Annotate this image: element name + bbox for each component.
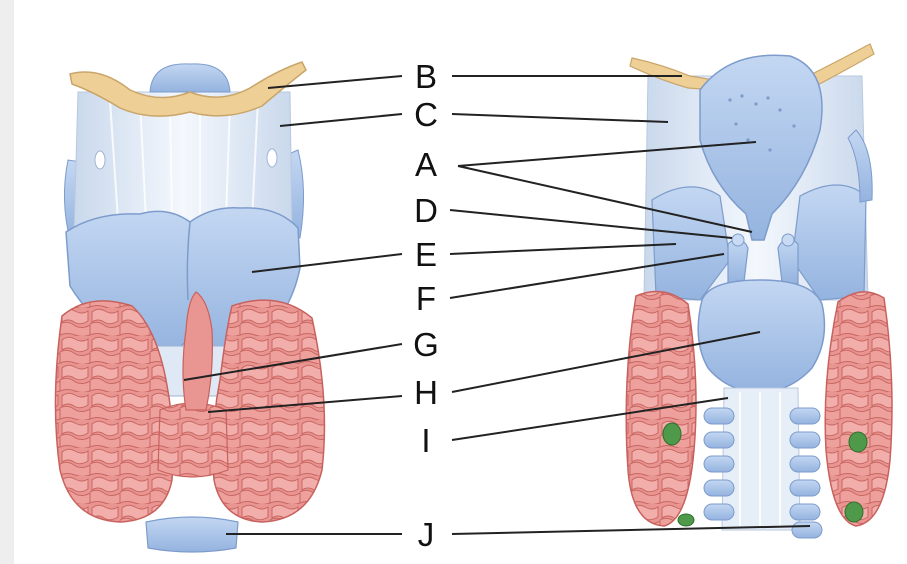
- leader-a-upper: [457, 141, 757, 167]
- label-g: G: [413, 326, 439, 363]
- leader-b-left: [267, 75, 403, 89]
- anterior-view: [54, 61, 326, 553]
- foramen-left: [94, 150, 106, 170]
- parathyroid-gland-3: [848, 431, 868, 453]
- leader-a-lower: [457, 165, 753, 233]
- tracheal-ring-anterior: [145, 516, 239, 553]
- leader-e-right: [449, 243, 677, 255]
- left-edge-shade: [0, 0, 14, 564]
- leader-c-left: [279, 113, 403, 127]
- leader-g: [183, 343, 403, 381]
- label-letters: B C A D E F G H I J: [413, 58, 439, 553]
- label-c: C: [414, 96, 438, 133]
- epiglottis-glands: [728, 94, 796, 152]
- posterior-view: [625, 43, 893, 539]
- thyroid-gland-right-lobe: [212, 299, 326, 523]
- cricoid-cartilage: [697, 279, 826, 393]
- thyroid-lamina-left: [651, 186, 731, 301]
- label-i: I: [421, 422, 430, 459]
- hyoid-bone: [69, 61, 307, 117]
- tracheal-rings-posterior: [703, 407, 823, 539]
- label-d: D: [414, 192, 438, 229]
- label-a: A: [415, 146, 437, 183]
- leader-j-right: [451, 525, 811, 535]
- leader-h-left: [207, 395, 403, 413]
- parathyroid-gland-1: [662, 422, 682, 446]
- hyoid-bone-right-posterior: [807, 43, 875, 89]
- leader-i: [451, 397, 729, 441]
- superior-horn-posterior: [847, 129, 873, 203]
- leader-e-left: [251, 253, 403, 273]
- leader-f: [449, 253, 725, 299]
- thyroid-isthmus: [157, 402, 229, 478]
- label-h: H: [414, 374, 438, 411]
- label-b: B: [415, 58, 437, 95]
- corniculate-right: [781, 233, 795, 247]
- membrane-fibers: [109, 99, 259, 221]
- label-f: F: [416, 280, 436, 317]
- parathyroid-gland-4: [844, 501, 864, 523]
- epiglottis-tip: [149, 63, 231, 93]
- leader-lines: [183, 75, 811, 535]
- thyroid-gland-right-posterior: [824, 291, 893, 527]
- thyroid-gland-left-lobe: [54, 300, 174, 523]
- label-e: E: [415, 236, 437, 273]
- pyramidal-lobe: [182, 291, 213, 411]
- parathyroid-gland-2: [677, 513, 695, 527]
- foramen-right: [266, 148, 278, 168]
- corniculate-left: [731, 233, 745, 247]
- leader-d: [449, 209, 733, 239]
- leader-c-right: [451, 113, 669, 123]
- thyroid-lamina-right: [791, 184, 867, 301]
- label-j: J: [418, 516, 435, 553]
- leader-h-right: [451, 331, 761, 393]
